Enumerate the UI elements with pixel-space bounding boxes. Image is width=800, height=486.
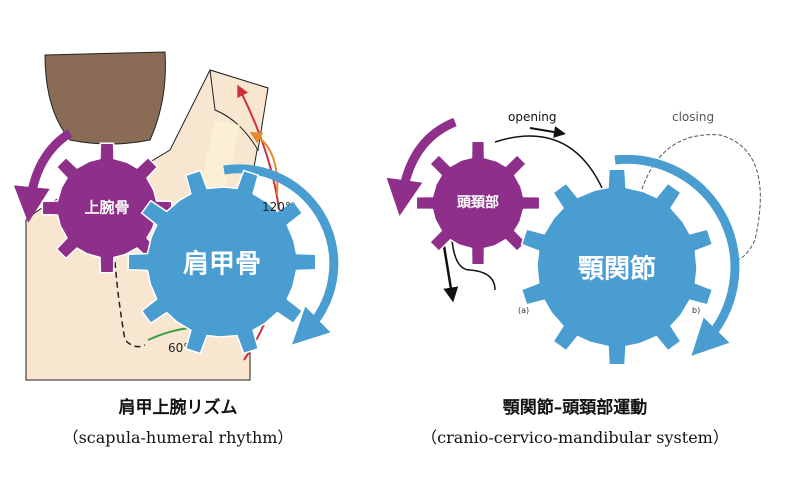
rotation-arrow-scapula (223, 164, 339, 345)
left-caption-subtitle: （scapula-humeral rhythm） (62, 428, 294, 447)
gear-head-neck: 頭頚部 (415, 140, 541, 266)
angle-120-label: 120° (262, 200, 291, 214)
rotation-arrow-head-neck (386, 117, 457, 216)
figure-a-label: (a) (518, 306, 529, 315)
tmj-label: 顎関節 (578, 254, 656, 285)
opening-label: opening (508, 110, 557, 124)
right-caption-subtitle: （cranio-cervico-mandibular system） (421, 428, 729, 447)
angle-60-label: 60° (168, 341, 189, 355)
left-caption-title: 肩甲上腕リズム (118, 398, 238, 418)
gear-scapula: 肩甲骨 (127, 169, 317, 355)
gear-tmj: 顎関節 (520, 168, 714, 366)
scapula-label: 肩甲骨 (183, 249, 261, 280)
humerus-label: 上腕骨 (84, 199, 129, 217)
left-caption: 肩甲上腕リズム （scapula-humeral rhythm） (28, 393, 328, 448)
rotation-arrow-tmj (614, 154, 740, 356)
figure-b-label: b) (692, 306, 700, 315)
gear-humerus: 上腕骨 (41, 142, 173, 274)
head-neck-label: 頭頚部 (457, 194, 499, 211)
rotation-arrow-humerus (13, 129, 73, 223)
right-caption-title: 顎関節–頭頚部運動 (502, 398, 648, 418)
jaw-illustration: opening closing (a) b) (441, 110, 761, 315)
closing-label: closing (672, 110, 714, 124)
right-caption: 顎関節–頭頚部運動 （cranio-cervico-mandibular sys… (395, 393, 755, 448)
